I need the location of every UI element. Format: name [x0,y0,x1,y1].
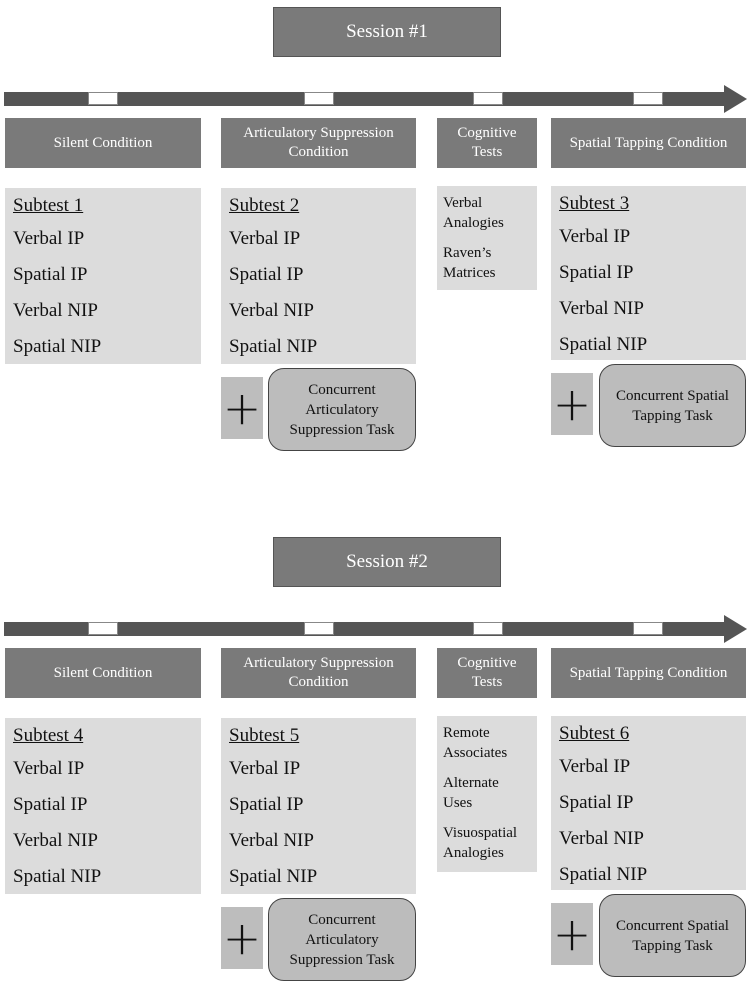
subtest-item: Verbal IP [559,226,631,247]
subtest-item: Spatial NIP [13,336,102,357]
timeline-arrow-shape [4,615,747,643]
spatial-condition-header: Spatial Tapping Condition [551,118,746,168]
timeline-tick [633,92,663,105]
subtest-panel: Subtest 3 Verbal IP Spatial IP Verbal NI… [551,186,746,360]
subtest-item: Verbal NIP [13,300,98,321]
cognitive-test-item: Visuospatial Analogies [443,825,518,861]
subtest-item: Verbal IP [13,228,85,249]
timeline-tick [88,92,118,105]
timeline-arrow [0,85,749,113]
timeline-tick [473,92,503,105]
subtest-title: Subtest 1 [13,195,84,216]
subtest-item: Verbal IP [229,228,301,249]
cognitive-test-item: Alternate Uses [443,775,499,811]
articulatory-condition-header: Articulatory Suppression Condition [221,118,416,168]
timeline-tick [633,622,663,635]
articulatory-task-box: Concurrent Articulatory Suppression Task [268,368,416,451]
session-1: Session #1 Silent Condition Articulatory… [0,0,749,470]
cognitive-test-item: Remote Associates [443,725,508,761]
cognitive-test-item: Verbal Analogies [443,195,504,231]
articulatory-task-box: Concurrent Articulatory Suppression Task [268,898,416,981]
cognitive-tests-panel: Verbal Analogies Raven’s Matrices [437,186,537,290]
subtest-item: Spatial NIP [229,866,318,887]
subtest-item: Verbal NIP [559,828,644,849]
subtest-item: Spatial NIP [13,866,102,887]
plus-icon: + [551,903,593,965]
plus-icon: + [221,907,263,969]
subtest-item: Verbal NIP [559,298,644,319]
timeline-arrow [0,615,749,643]
timeline-arrow-shape [4,85,747,113]
subtest-title: Subtest 5 [229,725,300,746]
timeline-tick [304,92,334,105]
subtest-panel: Subtest 4 Verbal IP Spatial IP Verbal NI… [5,718,201,894]
subtest-panel: Subtest 6 Verbal IP Spatial IP Verbal NI… [551,716,746,890]
cognitive-tests-header: Cognitive Tests [437,118,537,168]
silent-condition-header: Silent Condition [5,118,201,168]
subtest-item: Spatial NIP [559,334,648,355]
session-title: Session #1 [273,7,501,57]
spatial-condition-header: Spatial Tapping Condition [551,648,746,698]
timeline-tick [473,622,503,635]
plus-icon: + [551,373,593,435]
session-2: Session #2 Silent Condition Articulatory… [0,530,749,1000]
timeline-tick [88,622,118,635]
subtest-item: Verbal NIP [229,830,314,851]
articulatory-condition-header: Articulatory Suppression Condition [221,648,416,698]
subtest-item: Spatial IP [559,262,634,283]
subtest-item: Spatial NIP [229,336,318,357]
subtest-title: Subtest 4 [13,725,84,746]
subtest-title: Subtest 3 [559,193,630,214]
subtest-item: Spatial IP [13,794,88,815]
subtest-item: Verbal NIP [13,830,98,851]
subtest-item: Spatial IP [559,792,634,813]
subtest-panel: Subtest 1 Verbal IP Spatial IP Verbal NI… [5,188,201,364]
subtest-item: Spatial IP [229,794,304,815]
subtest-item: Verbal NIP [229,300,314,321]
subtest-panel: Subtest 5 Verbal IP Spatial IP Verbal NI… [221,718,416,894]
subtest-title: Subtest 2 [229,195,300,216]
session-title: Session #2 [273,537,501,587]
cognitive-tests-panel: Remote Associates Alternate Uses Visuosp… [437,716,537,872]
subtest-item: Verbal IP [229,758,301,779]
subtest-item: Verbal IP [559,756,631,777]
subtest-title: Subtest 6 [559,723,630,744]
spatial-task-box: Concurrent Spatial Tapping Task [599,894,746,977]
subtest-item: Spatial IP [13,264,88,285]
cognitive-tests-header: Cognitive Tests [437,648,537,698]
cognitive-test-item: Raven’s Matrices [443,245,496,281]
spatial-task-box: Concurrent Spatial Tapping Task [599,364,746,447]
timeline-tick [304,622,334,635]
subtest-item: Verbal IP [13,758,85,779]
silent-condition-header: Silent Condition [5,648,201,698]
subtest-panel: Subtest 2 Verbal IP Spatial IP Verbal NI… [221,188,416,364]
subtest-item: Spatial NIP [559,864,648,885]
subtest-item: Spatial IP [229,264,304,285]
plus-icon: + [221,377,263,439]
